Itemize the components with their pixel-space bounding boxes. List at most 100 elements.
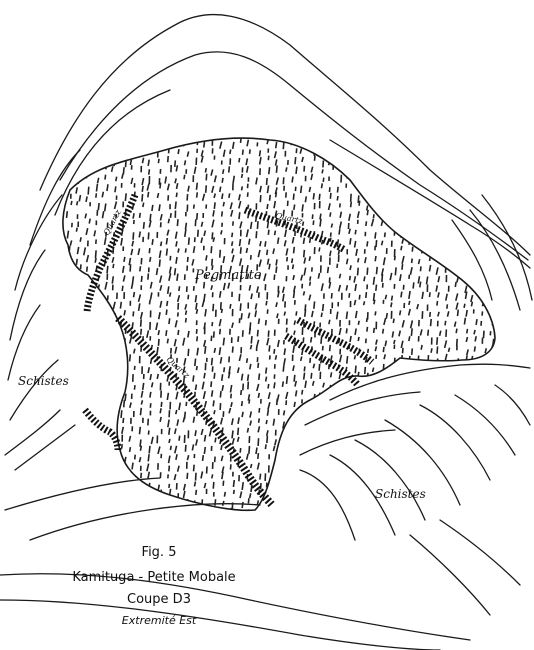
pegmatite-crystal-mark (258, 259, 261, 267)
pegmatite-crystal-mark (349, 320, 351, 325)
pegmatite-crystal-mark (328, 177, 330, 181)
pegmatite-crystal-mark (246, 166, 249, 173)
pegmatite-crystal-mark (120, 238, 123, 246)
pegmatite-crystal-mark (427, 462, 429, 470)
pegmatite-crystal-mark (212, 400, 214, 406)
pegmatite-crystal-mark (410, 447, 412, 454)
pegmatite-crystal-mark (292, 355, 294, 361)
pegmatite-crystal-mark (185, 212, 187, 217)
pegmatite-crystal-mark (309, 237, 312, 243)
pegmatite-crystal-mark (184, 229, 187, 237)
pegmatite-crystal-mark (229, 304, 231, 309)
pegmatite-crystal-mark (86, 373, 88, 379)
pegmatite-crystal-mark (399, 156, 401, 161)
pegmatite-crystal-mark (274, 509, 276, 515)
pegmatite-crystal-mark (160, 169, 162, 174)
pegmatite-crystal-mark (147, 454, 149, 461)
pegmatite-crystal-mark (122, 140, 124, 147)
pegmatite-crystal-mark (205, 204, 207, 208)
pegmatite-crystal-mark (366, 241, 368, 247)
pegmatite-crystal-mark (104, 354, 106, 359)
pegmatite-crystal-mark (283, 186, 285, 191)
pegmatite-crystal-mark (142, 383, 145, 390)
pegmatite-crystal-mark (240, 347, 242, 353)
pegmatite-crystal-mark (187, 186, 190, 192)
pegmatite-crystal-mark (425, 223, 428, 231)
pegmatite-crystal-mark (399, 213, 401, 221)
pegmatite-crystal-mark (391, 296, 393, 301)
pegmatite-crystal-mark (184, 435, 186, 443)
pegmatite-crystal-mark (256, 384, 259, 391)
pegmatite-crystal-mark (98, 436, 100, 441)
pegmatite-crystal-mark (394, 284, 396, 289)
pegmatite-crystal-mark (286, 376, 288, 384)
pegmatite-crystal-mark (310, 138, 312, 142)
pegmatite-crystal-mark (301, 284, 303, 289)
pegmatite-crystal-mark (428, 499, 431, 504)
pegmatite-crystal-mark (178, 402, 181, 410)
pegmatite-crystal-mark (475, 319, 477, 325)
pegmatite-crystal-mark (275, 259, 277, 265)
pegmatite-crystal-mark (149, 148, 151, 154)
pegmatite-crystal-mark (309, 276, 311, 281)
pegmatite-crystal-mark (193, 417, 196, 423)
pegmatite-crystal-mark (70, 201, 72, 205)
pegmatite-crystal-mark (256, 286, 259, 293)
pegmatite-crystal-mark (211, 186, 214, 193)
pegmatite-crystal-mark (444, 321, 446, 326)
pegmatite-crystal-mark (223, 511, 225, 516)
pegmatite-crystal-mark (490, 401, 493, 408)
pegmatite-crystal-mark (174, 474, 177, 480)
pegmatite-crystal-mark (158, 339, 160, 346)
pegmatite-crystal-mark (402, 219, 405, 226)
pegmatite-crystal-mark (85, 196, 88, 202)
pegmatite-crystal-mark (295, 311, 297, 316)
pegmatite-crystal-mark (140, 258, 142, 265)
pegmatite-crystal-mark (376, 267, 378, 274)
pegmatite-crystal-mark (61, 258, 63, 263)
pegmatite-crystal-mark (436, 456, 438, 463)
pegmatite-crystal-mark (492, 428, 495, 434)
pegmatite-crystal-mark (321, 183, 323, 188)
pegmatite-crystal-mark (230, 394, 232, 399)
pegmatite-crystal-mark (314, 203, 316, 209)
pegmatite-crystal-mark (403, 303, 405, 308)
pegmatite-crystal-mark (464, 159, 467, 167)
pegmatite-crystal-mark (193, 286, 195, 291)
pegmatite-crystal-mark (219, 141, 222, 149)
quartz-vein-right-upper (298, 320, 372, 362)
pegmatite-crystal-mark (345, 184, 347, 188)
pegmatite-crystal-mark (212, 210, 215, 217)
pegmatite-crystal-mark (473, 472, 475, 478)
pegmatite-crystal-mark (103, 382, 106, 390)
pegmatite-crystal-mark (276, 313, 279, 318)
pegmatite-crystal-mark (104, 454, 107, 462)
pegmatite-crystal-mark (104, 175, 106, 180)
pegmatite-crystal-mark (88, 350, 90, 355)
pegmatite-crystal-mark (445, 430, 448, 437)
pegmatite-crystal-mark (257, 221, 259, 229)
pegmatite-crystal-mark (77, 429, 79, 435)
pegmatite-crystal-mark (205, 255, 208, 261)
pegmatite-crystal-mark (157, 142, 159, 148)
pegmatite-crystal-mark (400, 292, 402, 298)
pegmatite-crystal-mark (389, 273, 392, 281)
pegmatite-crystal-mark (393, 400, 396, 405)
pegmatite-crystal-mark (399, 310, 401, 315)
pegmatite-crystal-mark (212, 148, 214, 153)
pegmatite-crystal-mark (192, 375, 194, 381)
pegmatite-crystal-mark (186, 194, 188, 201)
pegmatite-crystal-mark (381, 384, 383, 392)
pegmatite-crystal-mark (97, 157, 99, 161)
pegmatite-crystal-mark (473, 309, 475, 313)
caption-figure-number: Fig. 5 (142, 545, 177, 560)
pegmatite-crystal-mark (457, 257, 459, 262)
pegmatite-crystal-mark (176, 483, 178, 490)
pegmatite-crystal-mark (292, 482, 294, 487)
pegmatite-crystal-mark (201, 150, 204, 157)
pegmatite-crystal-mark (141, 366, 143, 374)
pegmatite-crystal-mark (296, 148, 298, 153)
pegmatite-crystal-mark (367, 391, 370, 397)
pegmatite-crystal-mark (186, 462, 188, 469)
pegmatite-crystal-mark (472, 228, 474, 234)
